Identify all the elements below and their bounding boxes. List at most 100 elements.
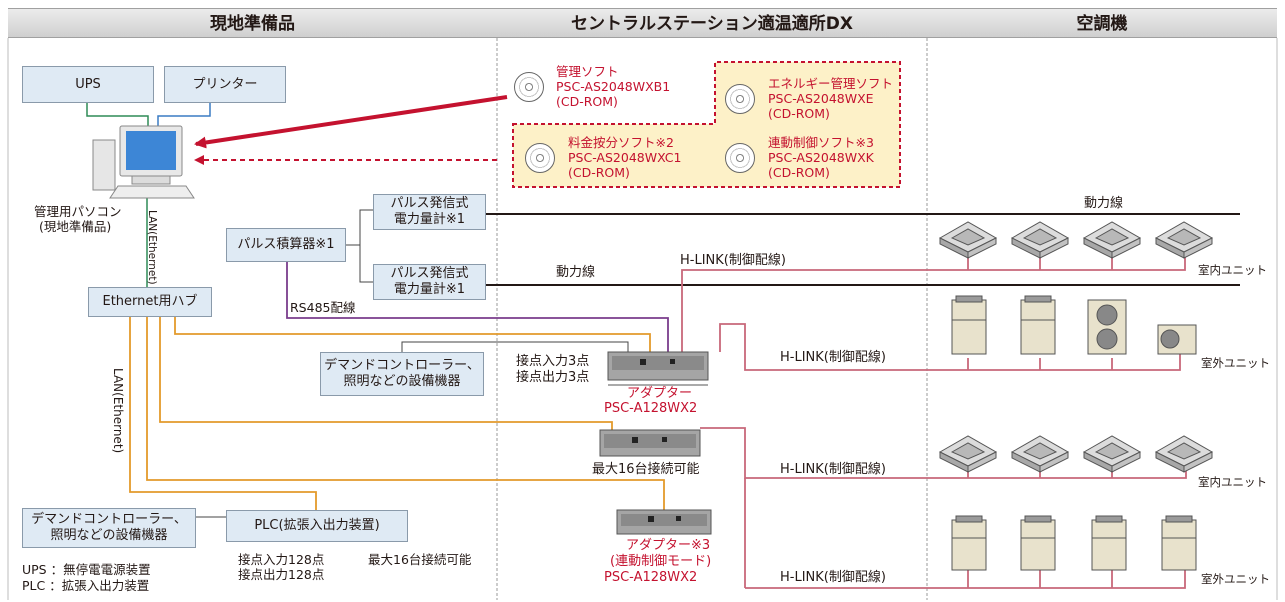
hlink-outdoor-2	[745, 570, 1186, 589]
adapter-label: アダプター	[627, 386, 693, 401]
software-media: (CD-ROM)	[568, 165, 630, 180]
adapter-device	[599, 429, 701, 457]
header-air-conditioner: 空調機	[927, 8, 1277, 38]
power-cable	[86, 103, 149, 127]
computer-icon	[92, 125, 195, 199]
outdoor-unit-icon	[951, 515, 987, 571]
max-units-label: 最大16台接続可能	[592, 462, 700, 477]
outdoor-unit-icon	[951, 295, 987, 355]
contact-wire	[401, 341, 629, 352]
outdoor-unit-icon	[1020, 295, 1056, 355]
software-model: PSC-AS2048WXB1	[556, 79, 671, 94]
demand-controller-box-2: デマンドコントローラー、 照明などの設備機器	[22, 508, 196, 548]
outdoor-unit-icon	[1157, 324, 1197, 355]
pulse-meter-box-1: パルス発信式 電力量計※1	[373, 194, 486, 230]
plc-output-label: 接点出力128点	[238, 567, 325, 582]
printer-box: プリンター	[164, 66, 286, 103]
software-name: エネルギー管理ソフト	[768, 76, 894, 91]
indoor-unit-icon	[1010, 221, 1070, 259]
power-line-label: 動力線	[556, 265, 596, 280]
pc-label: 管理用パソコン	[34, 204, 122, 219]
outdoor-unit-label: 室外ユニット	[1201, 356, 1270, 370]
indoor-unit-icon	[938, 221, 998, 259]
hlink-indoor-1	[681, 252, 1186, 352]
cd-rom-icon	[514, 72, 544, 102]
software-media: (CD-ROM)	[768, 165, 830, 180]
indoor-unit-icon	[1154, 435, 1214, 473]
pc-label-sub: (現地準備品)	[39, 219, 112, 234]
software-name: 連動制御ソフト※3	[768, 135, 874, 150]
legend-plc: PLC ：拡張入出力装置	[22, 578, 150, 593]
ups-box: UPS	[22, 66, 154, 103]
indoor-unit-icon	[1154, 221, 1214, 259]
hlink-outdoor-1	[719, 323, 1181, 371]
printer-cable	[157, 103, 211, 127]
outdoor-unit-icon	[1161, 515, 1197, 571]
demand-label: デマンドコントローラー、	[31, 512, 187, 527]
demand-label: デマンドコントローラー、	[324, 358, 480, 373]
meter-label: 電力量計※1	[393, 282, 466, 297]
lan-cable-adapter3	[146, 317, 665, 510]
software-billing: 料金按分ソフト※2 PSC-AS2048WXC1 (CD-ROM)	[568, 135, 681, 180]
adapter-linkage-label: アダプター※3	[626, 538, 711, 553]
software-media: (CD-ROM)	[556, 94, 618, 109]
pulse-counter-box: パルス積算器※1	[226, 228, 346, 262]
meter-label: 電力量計※1	[393, 212, 466, 227]
outdoor-unit-icon	[1091, 515, 1127, 571]
software-media: (CD-ROM)	[768, 106, 830, 121]
adapter-model: PSC-A128WX2	[604, 401, 698, 416]
indoor-unit-label: 室内ユニット	[1198, 475, 1267, 489]
software-model: PSC-AS2048WXC1	[568, 150, 682, 165]
lan-cable-adapter2	[159, 317, 613, 435]
software-options-area	[512, 61, 901, 188]
cd-rom-icon	[525, 143, 555, 173]
adapter-device	[616, 509, 712, 535]
outdoor-unit-icon	[1020, 515, 1056, 571]
meter-label: パルス発信式	[390, 196, 469, 211]
software-energy: エネルギー管理ソフト PSC-AS2048WXE (CD-ROM)	[768, 76, 893, 121]
plc-box: PLC(拡張入出力装置)	[226, 510, 408, 542]
hlink-label: H-LINK(制御配線)	[780, 462, 886, 477]
lan-label-short: LAN(Ethernet)	[146, 210, 158, 285]
lan-cable-plc	[129, 317, 317, 510]
hlink-label: H-LINK(制御配線)	[680, 253, 786, 268]
outdoor-unit-label: 室外ユニット	[1201, 572, 1270, 586]
software-name: 管理ソフト	[556, 64, 619, 79]
pulse-meter-box-2: パルス発信式 電力量計※1	[373, 264, 486, 300]
cd-rom-icon	[725, 84, 755, 114]
indoor-unit-icon	[938, 435, 998, 473]
indoor-unit-icon	[1010, 435, 1070, 473]
pulse-signal-wire	[359, 209, 373, 283]
plc-input-label: 接点入力128点	[238, 552, 325, 567]
demand-label: 照明などの設備機器	[343, 374, 461, 389]
hlink-label: H-LINK(制御配線)	[780, 570, 886, 585]
adapter-linkage-mode: (連動制御モード)	[610, 554, 712, 569]
plc-max-label: 最大16台接続可能	[368, 552, 472, 567]
software-model: PSC-AS2048WXK	[768, 150, 874, 165]
indoor-unit-icon	[1082, 435, 1142, 473]
lan-cable-adapter1	[174, 317, 651, 352]
install-arrow	[194, 95, 508, 149]
demand-controller-box-1: デマンドコントローラー、 照明などの設備機器	[320, 352, 484, 396]
software-model: PSC-AS2048WXE	[768, 91, 874, 106]
header-central-station: セントラルステーション適温適所DX	[497, 8, 927, 38]
header-local-equipment: 現地準備品	[8, 8, 497, 38]
software-linkage: 連動制御ソフト※3 PSC-AS2048WXK (CD-ROM)	[768, 135, 874, 180]
contact-output-label: 接点出力3点	[516, 370, 590, 385]
legend-ups: UPS ：無停電電源装置	[22, 562, 151, 577]
hlink-label: H-LINK(制御配線)	[780, 350, 886, 365]
software-mgmt: 管理ソフト PSC-AS2048WXB1 (CD-ROM)	[556, 64, 670, 109]
adapter-linkage-model: PSC-A128WX2	[604, 570, 698, 585]
outdoor-unit-icon	[1087, 299, 1127, 355]
indoor-unit-label: 室内ユニット	[1198, 263, 1267, 277]
demand-label: 照明などの設備機器	[50, 528, 168, 543]
software-name: 料金按分ソフト※2	[568, 135, 674, 150]
cd-rom-icon	[725, 143, 755, 173]
rs485-label: RS485配線	[290, 300, 356, 315]
ethernet-hub-box: Ethernet用ハブ	[88, 287, 212, 317]
contact-input-label: 接点入力3点	[516, 354, 590, 369]
lan-label-long: LAN(Ethernet)	[111, 368, 125, 454]
adapter-device	[607, 351, 709, 386]
